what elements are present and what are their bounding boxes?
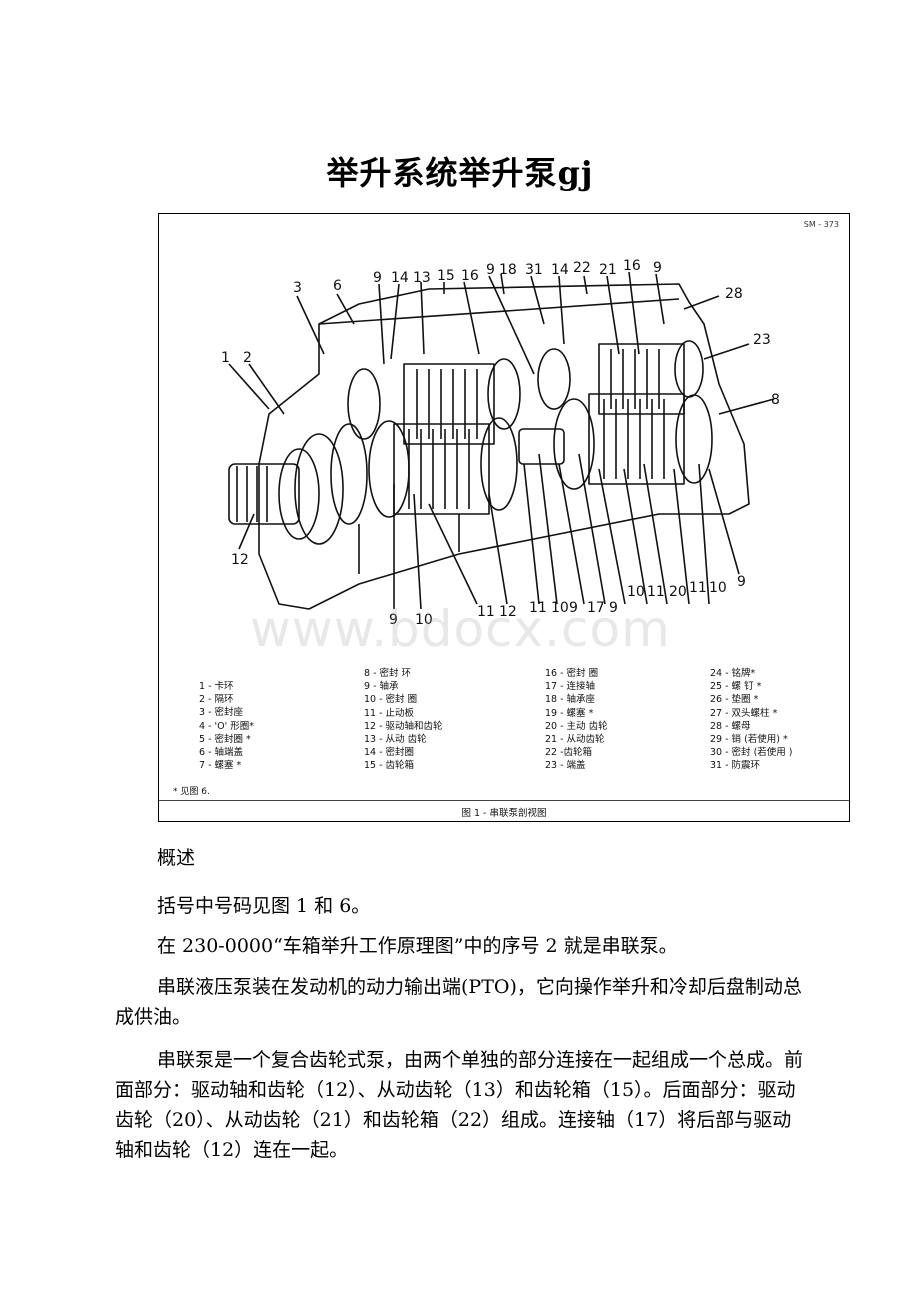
legend-item: 4 - 'O' 形圈* xyxy=(199,720,254,732)
legend-item: 18 - 轴承座 xyxy=(545,694,596,706)
svg-text:1: 1 xyxy=(221,350,230,366)
legend-item: 27 - 双头螺柱 * xyxy=(710,707,778,719)
legend-item: 19 - 螺塞 * xyxy=(545,707,594,719)
svg-text:23: 23 xyxy=(753,332,771,348)
legend-item: 1 - 卡环 xyxy=(199,681,234,692)
legend-item: 9 - 轴承 xyxy=(364,681,399,693)
paragraph: 括号中号码见图 1 和 6。 xyxy=(157,895,371,917)
svg-text:9: 9 xyxy=(389,612,398,628)
watermark: www.bdocx.com xyxy=(250,600,671,658)
svg-text:13: 13 xyxy=(413,270,431,286)
legend-item: 17 - 连接轴 xyxy=(545,681,596,693)
svg-text:12: 12 xyxy=(499,604,517,620)
legend-item: 13 - 从动 齿轮 xyxy=(364,734,427,746)
section-heading: 概述 xyxy=(157,847,196,869)
legend-item: 6 - 轴端盖 xyxy=(199,747,244,759)
legend-column-4: 24 - 铭牌* 25 - 螺 钉 * 26 - 垫圈 * 27 - 双头螺柱 … xyxy=(710,667,793,773)
svg-text:18: 18 xyxy=(499,262,517,278)
paragraph: 串联液压泵装在发动机的动力输出端(PTO)，它向操作举升和冷却后盘制动总成供油。 xyxy=(115,976,802,1028)
legend-item: 23 - 端盖 xyxy=(545,760,586,772)
svg-text:10: 10 xyxy=(709,580,727,596)
svg-text:9: 9 xyxy=(373,270,382,286)
svg-text:21: 21 xyxy=(599,262,617,278)
figure-divider xyxy=(159,800,849,801)
svg-text:17: 17 xyxy=(587,600,605,616)
svg-text:9: 9 xyxy=(569,600,578,616)
svg-text:20: 20 xyxy=(669,584,687,600)
legend-item: 8 - 密封 环 xyxy=(364,668,412,679)
document-title: 举升系统举升泵gj xyxy=(326,154,594,192)
svg-text:9: 9 xyxy=(737,574,746,590)
svg-text:11: 11 xyxy=(689,580,707,596)
legend-column-1: 1 - 卡环 2 - 隔环 3 - 密封座 4 - 'O' 形圈* 5 - 密封… xyxy=(199,680,254,772)
svg-text:15: 15 xyxy=(437,268,455,284)
legend-item: 24 - 铭牌* xyxy=(710,668,756,679)
svg-text:9: 9 xyxy=(609,600,618,616)
legend-item: 28 - 螺母 xyxy=(710,720,751,732)
svg-text:9: 9 xyxy=(486,262,495,278)
svg-text:14: 14 xyxy=(391,270,409,286)
figure-note: * 见图 6. xyxy=(173,787,210,797)
legend-item: 16 - 密封 圈 xyxy=(545,668,599,679)
legend-item: 3 - 密封座 xyxy=(199,707,244,719)
legend-item: 20 - 主动 齿轮 xyxy=(545,720,608,732)
figure-code: SM - 373 xyxy=(803,220,839,229)
svg-text:11: 11 xyxy=(647,584,665,600)
legend-item: 12 - 驱动轴和齿轮 xyxy=(364,720,443,732)
svg-text:10: 10 xyxy=(415,612,433,628)
legend-item: 31 - 防震环 xyxy=(710,760,761,772)
svg-text:12: 12 xyxy=(231,552,249,568)
svg-text:22: 22 xyxy=(573,260,591,276)
svg-text:16: 16 xyxy=(461,268,479,284)
svg-text:2: 2 xyxy=(243,350,252,366)
legend-item: 22 -齿轮箱 xyxy=(545,747,593,759)
svg-text:16: 16 xyxy=(623,258,641,274)
legend-item: 14 - 密封圈 xyxy=(364,747,415,759)
svg-text:9: 9 xyxy=(653,260,662,276)
figure-caption: 图 1 - 串联泵剖视图 xyxy=(461,808,547,819)
legend-item: 26 - 垫圈 * xyxy=(710,694,759,706)
legend-item: 7 - 螺塞 * xyxy=(199,760,242,772)
legend-item: 2 - 隔环 xyxy=(199,694,234,706)
legend-item: 30 - 密封 (若使用 ) xyxy=(710,747,793,759)
legend-item: 29 - 销 (若使用) * xyxy=(710,734,788,746)
paragraph: 在 230-0000“车箱举升工作原理图”中的序号 2 就是串联泵。 xyxy=(157,935,678,957)
legend-item: 21 - 从动齿轮 xyxy=(545,734,605,746)
svg-text:10: 10 xyxy=(627,584,645,600)
svg-text:31: 31 xyxy=(525,262,543,278)
legend-item: 10 - 密封 圈 xyxy=(364,694,418,706)
svg-text:28: 28 xyxy=(725,286,743,302)
svg-text:11: 11 xyxy=(477,604,495,620)
svg-text:11: 11 xyxy=(529,600,547,616)
legend-column-3: 16 - 密封 圈 17 - 连接轴 18 - 轴承座 19 - 螺塞 * 20… xyxy=(545,667,608,773)
svg-text:10: 10 xyxy=(551,600,569,616)
svg-text:8: 8 xyxy=(771,392,780,408)
svg-text:3: 3 xyxy=(293,280,302,296)
paragraph: 串联泵是一个复合齿轮式泵，由两个单独的部分连接在一起组成一个总成。前面部分：驱动… xyxy=(115,1049,804,1161)
figure-1: SM - 373 xyxy=(158,213,850,822)
legend-item: 5 - 密封圈 * xyxy=(199,733,251,745)
legend-item: 25 - 螺 钉 * xyxy=(710,681,762,693)
legend-column-2: 8 - 密封 环 9 - 轴承 10 - 密封 圈 11 - 止动板 12 - … xyxy=(364,667,443,773)
svg-text:14: 14 xyxy=(551,262,569,278)
legend-item: 11 - 止动板 xyxy=(364,707,415,719)
legend-item: 15 - 齿轮箱 xyxy=(364,760,415,772)
svg-text:6: 6 xyxy=(333,278,342,294)
